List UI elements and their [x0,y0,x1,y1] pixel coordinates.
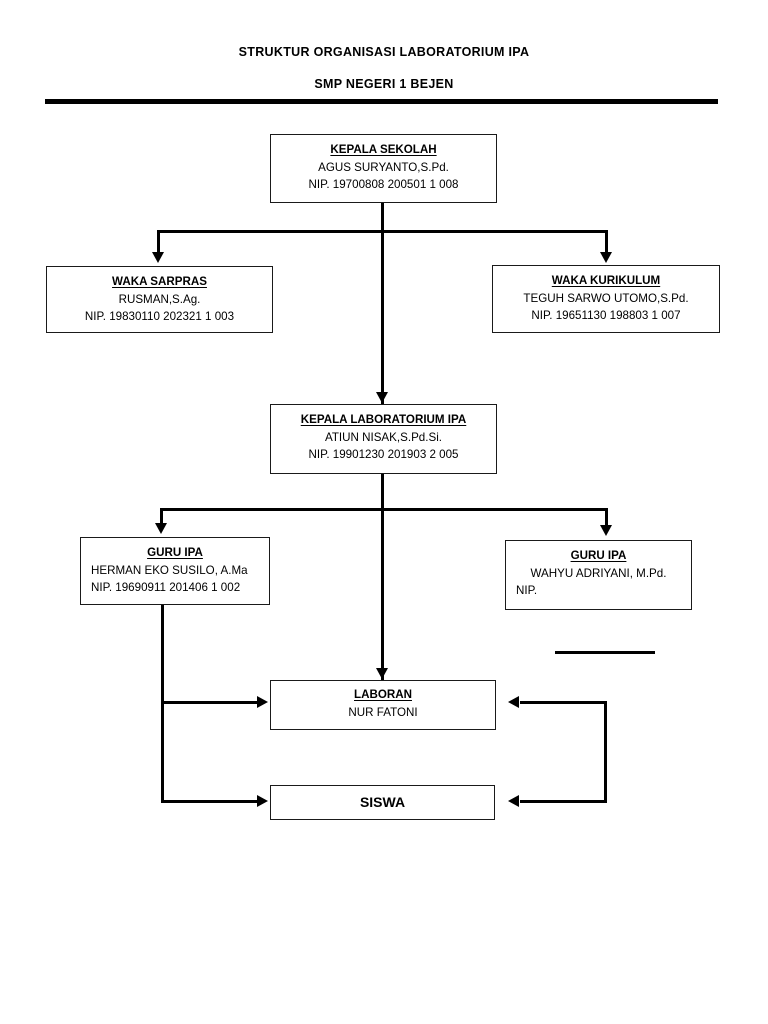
node-role: SISWA [359,794,406,810]
node-role: WAKA SARPRAS [112,275,207,288]
node-name: ATIUN NISAK,S.Pd.Si. [324,430,443,444]
arrowhead-siswa-right [508,795,519,807]
node-role: GURU IPA [570,549,627,562]
node-role: KEPALA SEKOLAH [330,143,437,156]
arrowhead-guru-1 [155,523,167,534]
node-nip: NIP. 19651130 198803 1 007 [531,309,681,322]
node-nip: NIP. 19901230 201903 2 005 [308,448,459,461]
arrowhead-kepala-lab [376,392,388,403]
connector-level4-bus [160,508,608,511]
page-title-line-1: STRUKTUR ORGANISASI LABORATORIUM IPA [238,45,530,59]
arrowhead-laboran-left [257,696,268,708]
node-role: KEPALA LABORATORIUM IPA [300,413,467,426]
node-guru-ipa-1[interactable]: GURU IPA HERMAN EKO SUSILO, A.Ma NIP. 19… [80,537,270,605]
connector-right-to-siswa [520,800,607,803]
node-name: TEGUH SARWO UTOMO,S.Pd. [523,291,689,305]
node-name: WAHYU ADRIYANI, M.Pd. [530,566,667,580]
node-name: AGUS SURYANTO,S.Pd. [318,160,449,174]
node-waka-sarpras[interactable]: WAKA SARPRAS RUSMAN,S.Ag. NIP. 19830110 … [46,266,273,333]
node-nip: NIP. 19700808 200501 1 008 [308,178,459,191]
connector-drop-waka-kurikulum [605,230,608,254]
connector-guru-1-to-laboran [161,701,259,704]
arrowhead-guru-2 [600,525,612,536]
node-name: HERMAN EKO SUSILO, A.Ma [91,563,248,577]
node-laboran[interactable]: LABORAN NUR FATONI [270,680,496,730]
connector-right-stem [604,701,607,803]
connector-drop-guru-2 [605,508,608,527]
connector-drop-waka-sarpras [157,230,160,254]
connector-guru-1-to-siswa [161,800,259,803]
node-name: RUSMAN,S.Ag. [118,292,201,306]
node-nip: NIP. 19830110 202321 1 003 [84,310,235,323]
connector-kepala-lab-stem [381,474,384,680]
arrowhead-waka-sarpras [152,252,164,263]
connector-kepala-sekolah-stem [381,203,384,405]
arrowhead-laboran-top [376,668,388,679]
stray-horizontal-bar [555,651,655,654]
node-waka-kurikulum[interactable]: WAKA KURIKULUM TEGUH SARWO UTOMO,S.Pd. N… [492,265,720,333]
node-kepala-sekolah[interactable]: KEPALA SEKOLAH AGUS SURYANTO,S.Pd. NIP. … [270,134,497,203]
node-role: WAKA KURIKULUM [551,274,661,287]
arrowhead-siswa-left [257,795,268,807]
node-name: NUR FATONI [348,705,418,719]
page-title-line-2: SMP NEGERI 1 BEJEN [314,77,454,91]
arrowhead-laboran-right [508,696,519,708]
node-role: LABORAN [354,688,412,701]
connector-right-to-laboran [520,701,607,704]
connector-guru-1-stem [161,605,164,803]
connector-drop-guru-1 [160,508,163,525]
node-kepala-laboratorium-ipa[interactable]: KEPALA LABORATORIUM IPA ATIUN NISAK,S.Pd… [270,404,497,474]
node-nip: NIP. [516,584,538,597]
node-nip: NIP. 19690911 201406 1 002 [91,581,241,594]
arrowhead-waka-kurikulum [600,252,612,263]
connector-level2-bus [157,230,608,233]
node-siswa[interactable]: SISWA [270,785,495,820]
header-divider-rule [45,99,718,104]
node-guru-ipa-2[interactable]: GURU IPA WAHYU ADRIYANI, M.Pd. NIP. [505,540,692,610]
node-role: GURU IPA [147,546,203,559]
